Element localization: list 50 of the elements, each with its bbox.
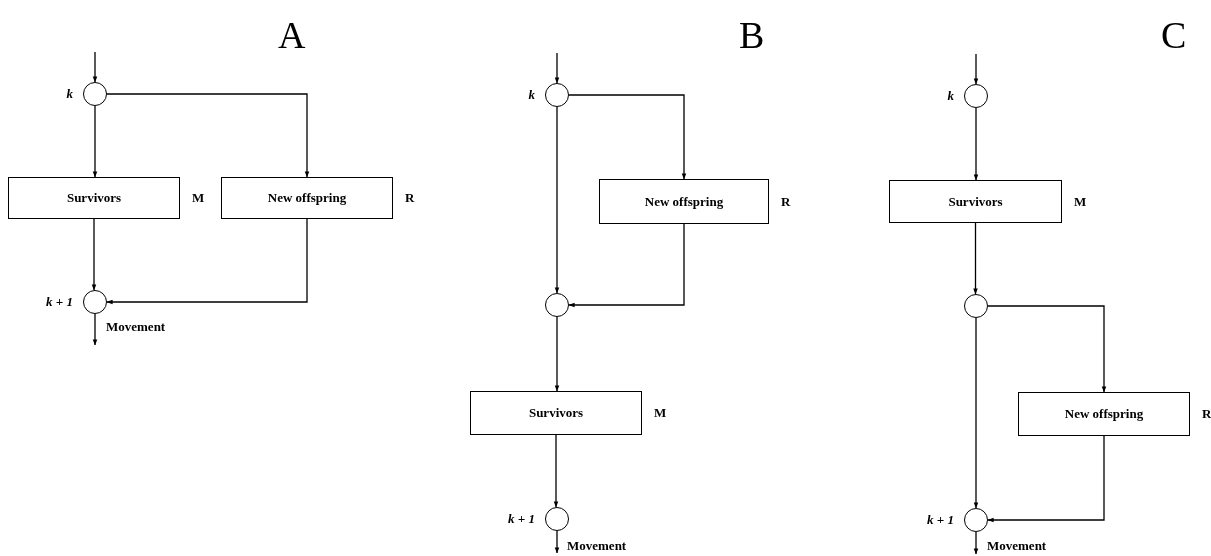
process-box	[1018, 392, 1190, 436]
step-label: k	[528, 88, 535, 101]
step-label: k + 1	[508, 512, 535, 525]
arrow	[554, 316, 560, 392]
arrow	[554, 530, 560, 554]
box-label: Survivors	[528, 404, 584, 423]
box-label: New offspring	[644, 192, 724, 211]
box-label: New offspring	[1064, 405, 1144, 424]
arrow	[92, 51, 98, 83]
step-label: k	[947, 89, 954, 102]
process-box	[599, 179, 769, 224]
arrow	[92, 313, 98, 346]
parameter-label: M	[1074, 194, 1087, 208]
parameter-label: M	[192, 191, 205, 204]
panel-letter: C	[1161, 16, 1187, 54]
parameter-label: R	[781, 194, 791, 208]
edge-label: Movement	[106, 320, 166, 333]
process-box	[470, 391, 642, 435]
arrow	[987, 435, 1105, 523]
arrow	[568, 94, 687, 180]
step-label: k	[66, 87, 73, 100]
box-label: Survivors	[66, 189, 122, 208]
arrow	[987, 305, 1107, 393]
arrow	[973, 317, 979, 509]
arrow	[554, 52, 560, 84]
arrow	[973, 53, 979, 85]
process-box	[221, 177, 393, 219]
parameter-label: R	[405, 191, 415, 204]
arrow	[973, 107, 979, 181]
arrow	[91, 218, 97, 291]
process-box	[889, 180, 1062, 223]
arrow	[973, 222, 978, 295]
parameter-label: M	[654, 406, 667, 419]
process-box	[8, 177, 180, 219]
edge-label: Movement	[567, 539, 627, 552]
arrow	[568, 223, 685, 308]
box-label: New offspring	[267, 189, 347, 208]
arrow	[106, 218, 308, 305]
edge-label: Movement	[987, 539, 1047, 552]
arrow	[554, 106, 560, 294]
step-label: k + 1	[46, 295, 73, 308]
arrow	[553, 434, 559, 508]
arrow	[92, 105, 98, 178]
arrow	[106, 93, 310, 178]
arrow	[973, 531, 979, 555]
step-label: k + 1	[927, 513, 954, 526]
panel-letter: B	[739, 16, 765, 54]
panel-letter: A	[278, 16, 306, 54]
box-label: Survivors	[948, 192, 1003, 211]
parameter-label: R	[1202, 407, 1211, 420]
